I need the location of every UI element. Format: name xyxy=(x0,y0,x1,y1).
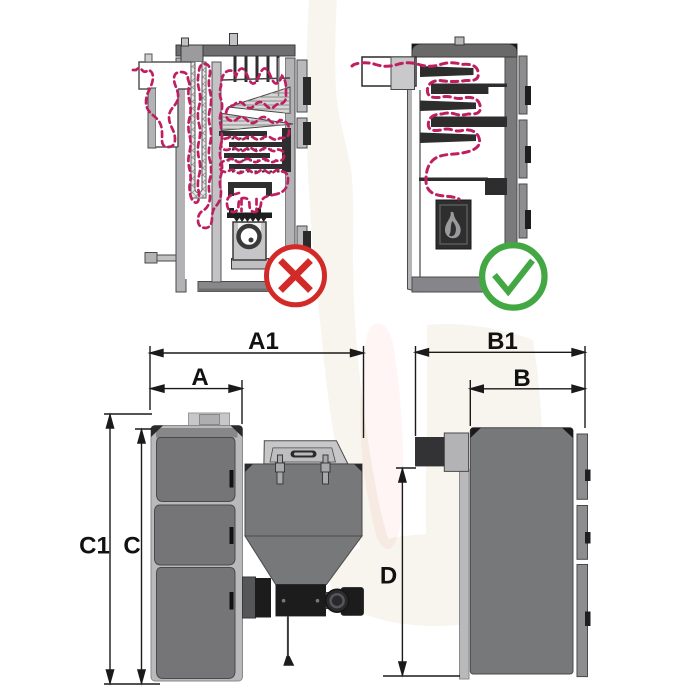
svg-text:B: B xyxy=(513,365,530,392)
svg-text:C: C xyxy=(123,533,140,560)
svg-text:C1: C1 xyxy=(79,533,110,560)
svg-text:D: D xyxy=(380,563,397,590)
svg-text:A1: A1 xyxy=(248,328,279,355)
svg-text:A: A xyxy=(191,364,208,391)
svg-text:B1: B1 xyxy=(487,328,518,355)
